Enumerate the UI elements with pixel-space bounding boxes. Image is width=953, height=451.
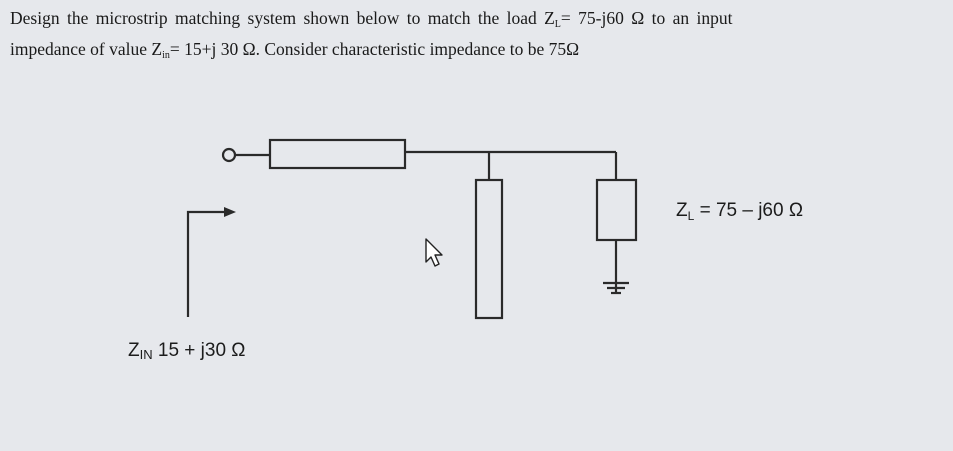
load-label-subscript: L [687,209,695,223]
problem-line-1-text-end: = 75-j60 Ω to an input [560,8,733,28]
zin-arrow-head [224,207,236,217]
load-label-value: = 75 – j60 Ω [694,200,804,221]
load-subscript: L [554,19,561,30]
zin-label-value: 15 + j30 Ω [152,340,246,361]
load-impedance [595,178,638,242]
series-line-section [268,138,407,170]
problem-line-1: Design the microstrip matching system sh… [10,6,940,37]
problem-line-1-text: Design the microstrip matching system sh… [10,8,555,28]
zin-reference-line [186,210,232,317]
problem-line-2: impedance of value Zin= 15+j 30 Ω. Consi… [10,37,940,68]
problem-statement: Design the microstrip matching system sh… [10,6,940,68]
problem-line-2-text: impedance of value Z [10,39,163,59]
load-impedance-label: ZL = 75 – j60 Ω [676,200,803,223]
input-subscript: in [162,50,170,61]
input-impedance-label: ZIN 15 + j30 Ω [128,340,246,362]
zin-label-subscript: IN [139,347,153,362]
zin-label-symbol: Z [128,340,140,361]
load-label-symbol: Z [676,200,688,221]
open-stub [474,178,504,320]
problem-line-2-text-end: = 15+j 30 Ω. Consider characteristic imp… [169,39,580,59]
cursor-icon [425,238,443,267]
input-terminal [221,147,237,163]
